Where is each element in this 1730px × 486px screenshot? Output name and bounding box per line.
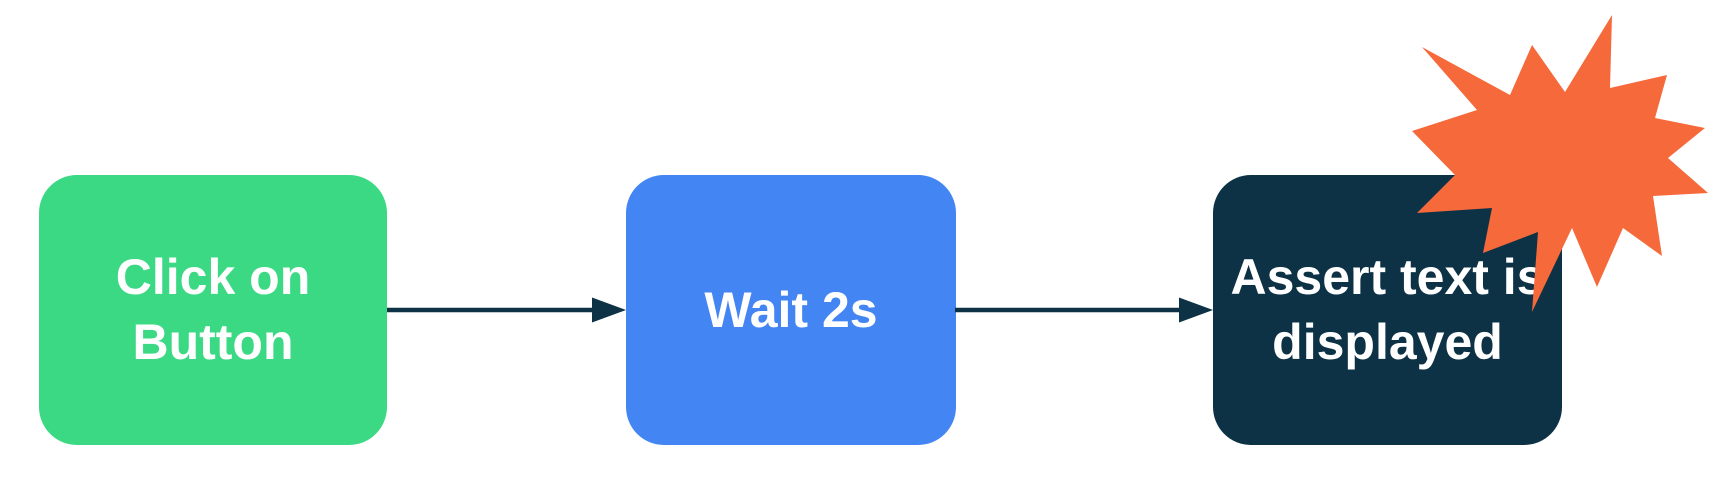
node-assert-text-is-displayed: Assert text is displayed xyxy=(1213,175,1562,445)
arrow-step1-to-step2 xyxy=(387,297,626,323)
arrow-step2-to-step3 xyxy=(955,297,1213,323)
node-label: Wait 2s xyxy=(704,281,878,338)
node-label: Assert text is displayed xyxy=(1230,249,1545,370)
node-click-on-button: Click on Button xyxy=(39,175,387,445)
arrow-head-icon xyxy=(592,297,626,323)
node-wait-2s: Wait 2s xyxy=(626,175,956,445)
arrow-head-icon xyxy=(1179,297,1213,323)
node-label: Click on Button xyxy=(115,249,311,370)
